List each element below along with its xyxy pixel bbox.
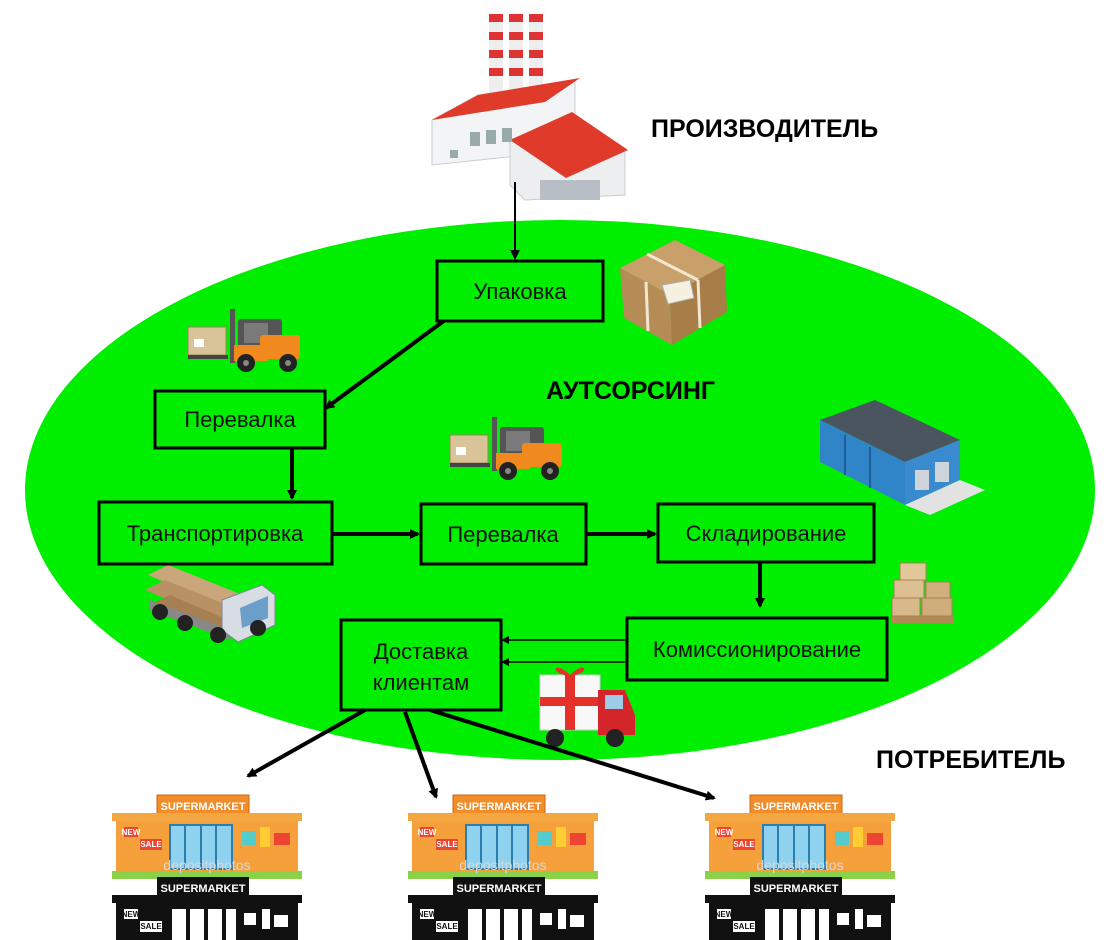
store-new-tag: NEW bbox=[418, 828, 437, 837]
store-new-tag-dark: NEW bbox=[122, 910, 141, 919]
boxes-pallet-icon bbox=[891, 562, 954, 623]
store-sign: SUPERMARKET bbox=[457, 801, 542, 813]
store-sale-tag: SALE bbox=[436, 840, 458, 849]
store-sign-dark: SUPERMARKET bbox=[754, 883, 839, 895]
store-sale-tag: SALE bbox=[733, 840, 755, 849]
node-packaging-label: Упаковка bbox=[473, 279, 567, 304]
store-new-tag-dark: NEW bbox=[418, 910, 437, 919]
node-transfer-1-label: Перевалка bbox=[184, 407, 296, 432]
warehouse-icon bbox=[820, 400, 985, 515]
store-watermark: depositphotos bbox=[163, 857, 250, 873]
store-watermark: depositphotos bbox=[756, 857, 843, 873]
gift-truck-icon bbox=[539, 667, 635, 747]
node-warehousing-label: Складирование bbox=[686, 521, 847, 546]
store-sale-tag-dark: SALE bbox=[436, 922, 458, 931]
store-new-tag: NEW bbox=[122, 828, 141, 837]
node-transfer-2: Перевалка bbox=[419, 502, 588, 566]
store-1: SUPERMARKET NEW SALE depositphotos bbox=[111, 794, 303, 880]
store-3-silhouette: SUPERMARKET NEW SALE bbox=[705, 877, 895, 940]
store-sale-tag: SALE bbox=[140, 840, 162, 849]
store-sign-dark: SUPERMARKET bbox=[457, 883, 542, 895]
logging-truck-icon bbox=[145, 565, 276, 643]
store-sign: SUPERMARKET bbox=[754, 801, 839, 813]
node-transfer-2-label: Перевалка bbox=[447, 522, 559, 547]
arrow-delivery-to-store-2 bbox=[403, 711, 438, 799]
store-new-tag: NEW bbox=[715, 828, 734, 837]
node-delivery-label-line1: Доставка bbox=[374, 639, 469, 664]
package-icon bbox=[620, 240, 727, 345]
producer-label: ПРОИЗВОДИТЕЛЬ bbox=[651, 115, 878, 143]
node-transportation: Транспортировка bbox=[97, 500, 334, 566]
node-transfer-1: Перевалка bbox=[153, 389, 327, 450]
node-packaging: Упаковка bbox=[435, 259, 605, 323]
arrow-packaging-to-transfer bbox=[324, 318, 447, 410]
store-3: SUPERMARKET NEW SALE depositphotos bbox=[704, 794, 896, 880]
outsourcing-label: АУТСОРСИНГ bbox=[546, 377, 715, 405]
store-2-silhouette: SUPERMARKET NEW SALE bbox=[408, 877, 598, 940]
arrow-delivery-to-store-1 bbox=[246, 708, 366, 778]
store-watermark: depositphotos bbox=[459, 857, 546, 873]
store-sign: SUPERMARKET bbox=[161, 801, 246, 813]
store-sign-dark: SUPERMARKET bbox=[161, 883, 246, 895]
store-1-silhouette: SUPERMARKET NEW SALE bbox=[112, 877, 302, 940]
store-new-tag-dark: NEW bbox=[715, 910, 734, 919]
node-commissioning-label: Комиссионирование bbox=[653, 637, 861, 662]
node-transportation-label: Транспортировка bbox=[127, 521, 304, 546]
store-2: SUPERMARKET NEW SALE depositphotos bbox=[407, 794, 599, 880]
node-warehousing: Складирование bbox=[656, 502, 876, 564]
node-delivery: Доставка клиентам bbox=[339, 618, 503, 712]
consumer-label: ПОТРЕБИТЕЛЬ bbox=[876, 746, 1065, 774]
factory-icon bbox=[431, 14, 628, 201]
node-commissioning: Комиссионирование bbox=[625, 616, 889, 682]
node-delivery-label-line2: клиентам bbox=[373, 670, 470, 695]
store-sale-tag-dark: SALE bbox=[733, 922, 755, 931]
store-sale-tag-dark: SALE bbox=[140, 922, 162, 931]
arrow-delivery-to-store-3 bbox=[429, 708, 716, 801]
